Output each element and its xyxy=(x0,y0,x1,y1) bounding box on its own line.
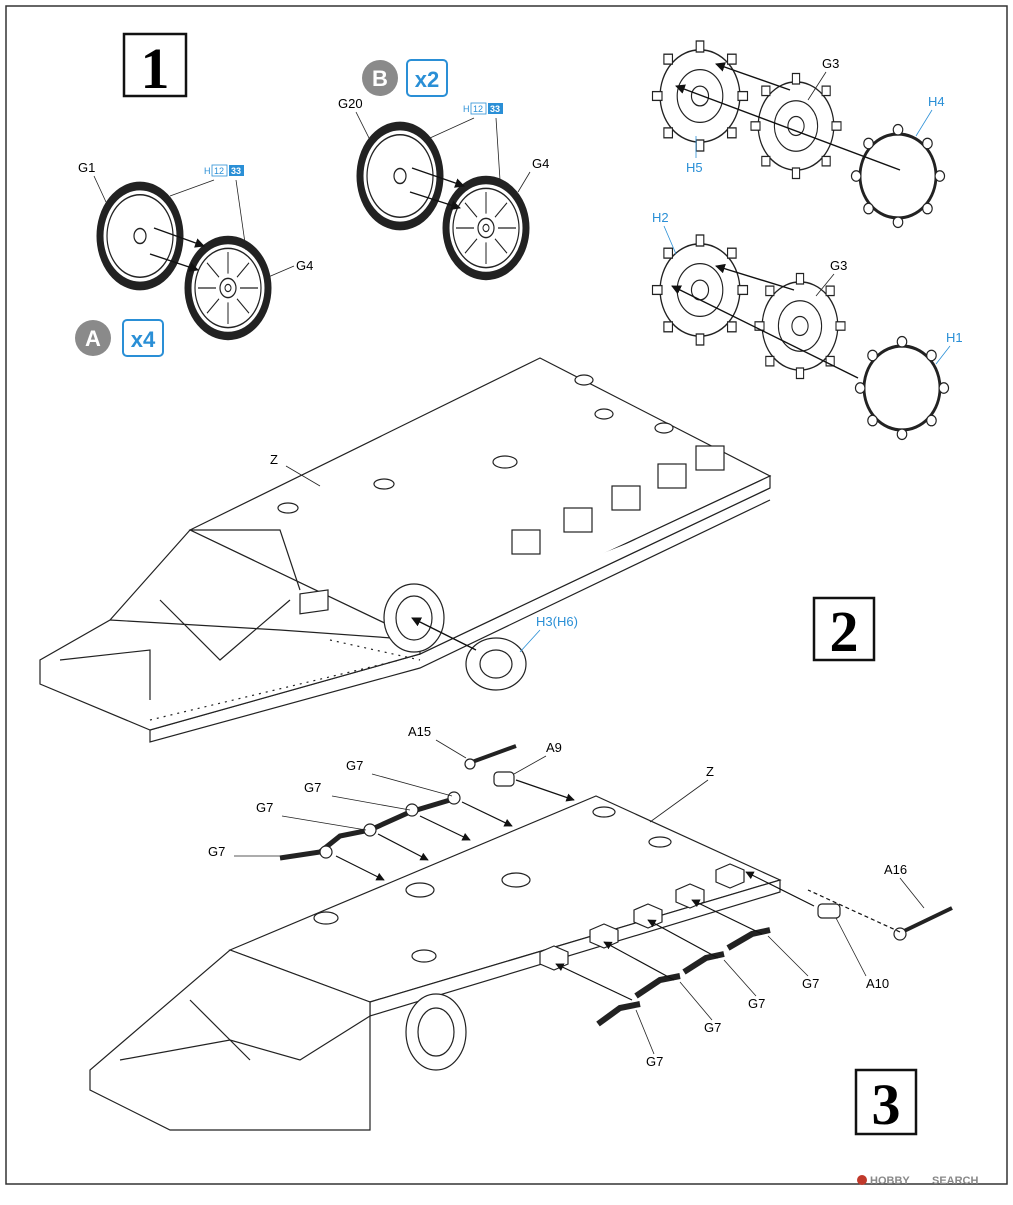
label-h3-h6: H3(H6) xyxy=(536,614,578,629)
arrow-h3 xyxy=(411,617,477,651)
label-g7-6: G7 xyxy=(748,996,765,1011)
label-g20: G20 xyxy=(338,96,363,111)
sprocket-assembly-upper: G3 H4 H5 xyxy=(651,40,947,230)
label-g7-5: G7 xyxy=(802,976,819,991)
label-a10: A10 xyxy=(866,976,889,991)
road-wheel-assembly-b: G20 G4 H 12 33 B x2 xyxy=(338,59,549,276)
label-z-step3: Z xyxy=(706,764,714,779)
step-3-number: 3 xyxy=(872,1072,901,1137)
step-2-number: 2 xyxy=(830,599,859,664)
sprocket-assembly-lower: H2 G3 H1 xyxy=(651,210,963,442)
label-a9: A9 xyxy=(546,740,562,755)
qty-b: x2 xyxy=(415,67,439,92)
paint-prefix-b: H xyxy=(463,104,470,114)
hull-step-3 xyxy=(89,744,953,1131)
label-h5: H5 xyxy=(686,160,703,175)
label-h1: H1 xyxy=(946,330,963,345)
paint-code-a: 12 xyxy=(214,166,224,176)
road-wheel-assembly-a: G1 G4 H 12 33 A x4 xyxy=(75,160,313,357)
label-g7-2: G7 xyxy=(304,780,321,795)
label-g4-b: G4 xyxy=(532,156,549,171)
step-1-number: 1 xyxy=(141,36,170,101)
step-3-box: 3 xyxy=(854,1068,918,1137)
hull-step-2 xyxy=(39,357,772,743)
step-1-box: 1 xyxy=(122,32,188,101)
label-g7-7: G7 xyxy=(704,1020,721,1035)
badge-b xyxy=(362,60,398,96)
label-a15: A15 xyxy=(408,724,431,739)
page-frame xyxy=(5,5,1008,1185)
qty-a-box xyxy=(122,319,164,357)
badge-b-letter: B xyxy=(372,66,388,91)
label-g7-8: G7 xyxy=(646,1054,663,1069)
label-a16: A16 xyxy=(884,862,907,877)
label-g4: G4 xyxy=(296,258,313,273)
label-g7-1: G7 xyxy=(346,758,363,773)
label-h4: H4 xyxy=(928,94,945,109)
paint-alt-b: 33 xyxy=(490,104,500,114)
qty-a: x4 xyxy=(131,327,156,352)
watermark: HOBBY SEARCH xyxy=(857,1175,979,1187)
label-g1: G1 xyxy=(78,160,95,175)
paint-prefix-a: H xyxy=(204,166,211,176)
label-g3-upper: G3 xyxy=(822,56,839,71)
paint-code-b: 12 xyxy=(473,104,483,114)
badge-a xyxy=(75,320,111,356)
label-z-step2: Z xyxy=(270,452,278,467)
badge-a-letter: A xyxy=(85,326,101,351)
step-2-box: 2 xyxy=(812,596,876,664)
label-h2: H2 xyxy=(652,210,669,225)
watermark-brand: HOBBY xyxy=(870,1175,910,1187)
label-g3-lower: G3 xyxy=(830,258,847,273)
paint-alt-a: 33 xyxy=(231,166,241,176)
label-g7-3: G7 xyxy=(256,800,273,815)
watermark-suffix: SEARCH xyxy=(932,1175,979,1187)
label-g7-4: G7 xyxy=(208,844,225,859)
qty-b-box xyxy=(406,59,448,97)
step3-arrows xyxy=(335,779,901,1001)
